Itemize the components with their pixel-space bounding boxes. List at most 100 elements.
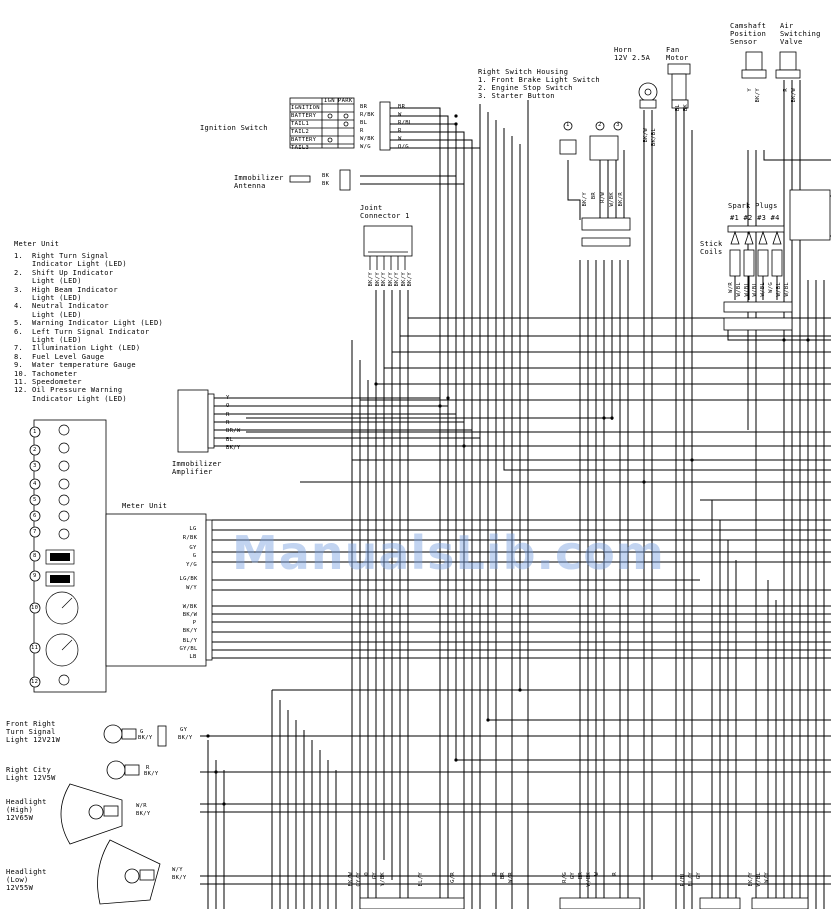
wire-code: G [192, 553, 197, 559]
wire-code: GY/BL [179, 646, 198, 652]
wire-code: W/Y [172, 867, 183, 873]
watermark: ManualsLib.com [232, 526, 665, 580]
wire-code: R/BK [360, 112, 375, 118]
spark-plug-numbers: #1 #2 #3 #4 [730, 214, 780, 222]
wire-code: BL/Y [182, 638, 198, 644]
right-switch-item-1: 1. Front Brake Light Switch [478, 76, 600, 84]
wire-code: W/G [768, 282, 774, 293]
legend-item: 1. Right Turn Signal [14, 252, 109, 260]
legend-item: 5. Warning Indicator Light (LED) [14, 319, 163, 328]
wire-code: BK/Y [136, 811, 151, 817]
wire-code: W [398, 112, 402, 118]
front-turn-signal-label: Front Right Turn Signal Light 12V21W [6, 720, 61, 744]
wire-code: BK/Y [755, 88, 761, 103]
wire-code: R/BK [182, 535, 198, 541]
wire-code: R [612, 872, 618, 876]
legend-item: 12. Oil Pressure Warning [14, 386, 123, 395]
wire-code: BK/W [182, 612, 198, 618]
wire-code: BK/Y [374, 272, 381, 287]
wire-code: LG/BK [179, 576, 198, 582]
wire-code: BK [683, 104, 689, 112]
wire-code: BK/Y [387, 272, 394, 287]
wire-code: Y/G [186, 562, 197, 568]
wire-code: BK/Y [144, 771, 159, 777]
wire-code: GY [372, 872, 378, 880]
wire-code: G [140, 729, 144, 735]
legend-item: Light (LED) [14, 277, 82, 286]
wire-code: BR [398, 104, 406, 110]
right-switch-item-2: 2. Engine Stop Switch [478, 84, 573, 92]
wire-code: W/BK [609, 192, 615, 207]
ignition-row-label: BATTERY [291, 137, 317, 143]
ignition-row-label: TAIL1 [291, 121, 310, 127]
wire-code: BK/BL [651, 128, 657, 147]
stick-coils-label: Stick Coils [700, 240, 723, 256]
wire-code: GY/Y [356, 872, 362, 887]
wire-code: R [398, 128, 402, 134]
meter-number: 3 [33, 463, 37, 469]
spark-plugs-label: Spark Plugs [728, 202, 778, 210]
wire-code: R [492, 872, 498, 876]
joint-connector-label: Joint Connector 1 [360, 204, 410, 220]
wire-code: O [364, 872, 370, 876]
wire-code: BK/Y [138, 735, 153, 741]
wire-code: BL [360, 120, 368, 126]
wire-code: BK [322, 181, 330, 187]
legend-item: 3. High Beam Indicator [14, 285, 118, 294]
wire-code: W/BK [586, 872, 592, 887]
meter-legend-title: Meter Unit [14, 240, 60, 248]
switch-number: 2 [598, 122, 602, 128]
legend-item: 8. Fuel Level Gauge [14, 352, 105, 361]
meter-number: 12 [31, 679, 39, 685]
wire-code: W/BL [784, 282, 790, 297]
wire-code: O/G [398, 144, 409, 150]
legend-item: Indicator Light (LED) [14, 394, 127, 403]
meter-number: 10 [31, 605, 39, 611]
wire-code: W/BK [360, 136, 375, 142]
wire-code: BL/Y [688, 872, 694, 887]
wire-code: W/BL [744, 282, 750, 297]
legend-item: Light (LED) [14, 310, 82, 319]
wire-code: BK/W [643, 128, 649, 143]
immobilizer-amplifier-label: Immobilizer Amplifier [172, 460, 222, 476]
wire-code: GY [180, 727, 188, 733]
wire-code: BK/Y [394, 272, 400, 287]
wire-code: G/R [450, 872, 456, 883]
wire-code: LB [189, 654, 197, 660]
meter-number: 4 [33, 481, 37, 487]
horn-label: Horn 12V 2.5A [614, 46, 651, 62]
wire-code: BK [322, 173, 330, 179]
legend-item: Light (LED) [14, 294, 82, 302]
wire-code: W/BK [182, 604, 198, 610]
legend-item: 11. Speedometer [14, 378, 82, 386]
wire-code: BK/R [618, 192, 624, 207]
wire-code: BK/Y [182, 628, 198, 634]
meter-number: 6 [33, 513, 37, 519]
wire-code: BR [360, 104, 368, 110]
wire-code: BK/W [791, 88, 797, 103]
air-switching-valve-label: Air Switching Valve [780, 22, 821, 46]
meter-number: 8 [33, 553, 37, 559]
ignition-row-label: BATTERY [291, 113, 317, 119]
legend-item: Light (LED) [14, 336, 82, 344]
wire-code: W/Y [186, 585, 197, 591]
wire-code: BR/W [226, 428, 241, 435]
ignition-header-park: PARK [338, 98, 353, 104]
wire-code: GY [570, 872, 576, 880]
wire-code: BL/Y [418, 872, 424, 887]
wire-code: W/R [136, 803, 147, 809]
wire-code: W/BL [760, 282, 766, 297]
wire-code: BK/Y [582, 192, 588, 207]
wire-code: GY [696, 872, 702, 880]
meter-number: 11 [31, 645, 39, 651]
legend-item: 9. Water temperature Gauge [14, 361, 136, 370]
wire-code: W [398, 136, 402, 142]
wire-code: BK/W [348, 872, 354, 887]
wire-code: BR [591, 192, 597, 200]
wire-code: LG [189, 526, 197, 532]
meter-unit-label: Meter Unit [122, 502, 168, 510]
wire-code: W/R [728, 282, 734, 293]
wire-code: BL [675, 104, 681, 112]
wire-code: R/G [562, 872, 568, 883]
